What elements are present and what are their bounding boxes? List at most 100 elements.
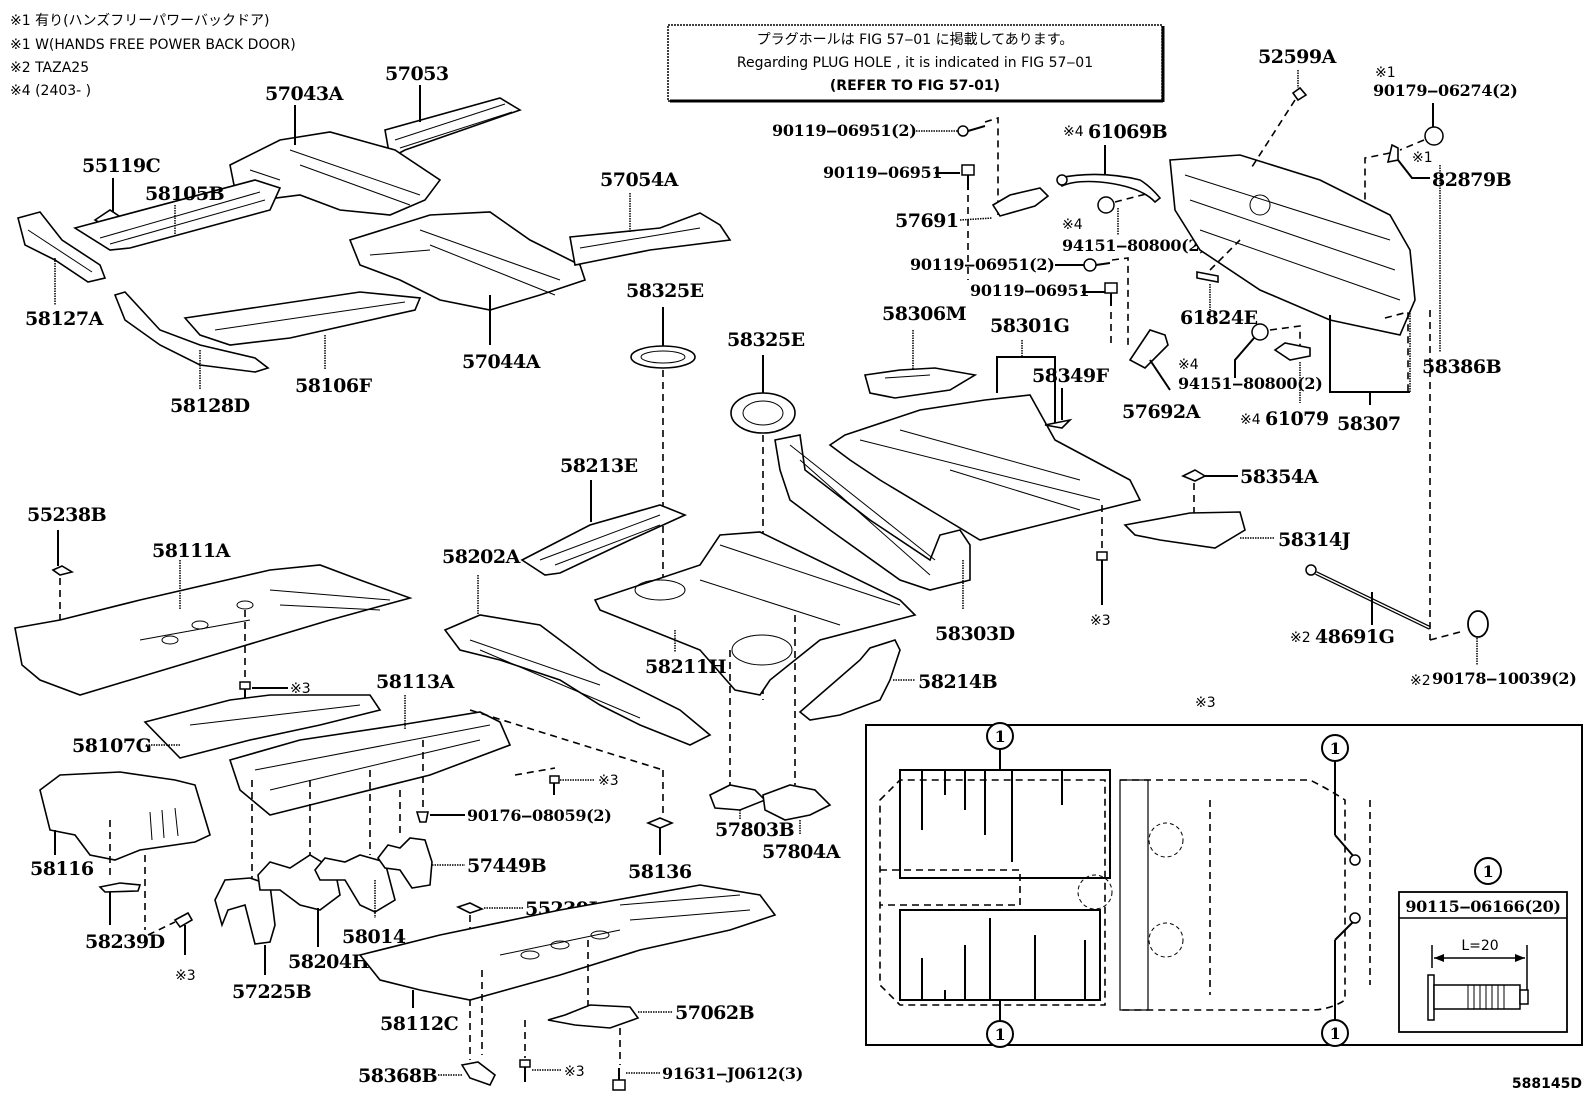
part-57044A[interactable]: 57044A bbox=[348, 211, 587, 373]
part-57691[interactable]: 57691 bbox=[895, 187, 1050, 232]
part-58307[interactable]: 58307 bbox=[1169, 154, 1416, 435]
part-58303D[interactable]: 58303D bbox=[774, 434, 1015, 645]
part-57054A[interactable]: 57054A bbox=[569, 169, 732, 266]
part-58128D[interactable]: 58128D bbox=[113, 291, 270, 417]
part-58301G[interactable]: 58301G bbox=[828, 315, 1142, 541]
part-58107G[interactable]: 58107G bbox=[72, 694, 382, 759]
note-4: ※4 (2403- ) bbox=[10, 83, 91, 99]
part-58111A[interactable]: 58111A bbox=[14, 540, 413, 696]
part-57692A[interactable]: 57692A bbox=[1122, 329, 1201, 423]
info-line-2: Regarding PLUG HOLE , it is indicated in… bbox=[737, 55, 1093, 71]
part-61079[interactable]: ※4 61079 bbox=[1240, 342, 1329, 430]
label-58105B: 58105B bbox=[145, 183, 225, 205]
part-57225B[interactable]: 57225B bbox=[214, 780, 312, 1003]
label-90119-d: 90119‒06951 bbox=[970, 281, 1089, 300]
label-58211H: 58211H bbox=[645, 656, 727, 678]
label-57691: 57691 bbox=[895, 210, 959, 232]
part-58368B[interactable]: 58368B bbox=[358, 1061, 497, 1087]
part-90119-a[interactable]: 90119‒06951(2) bbox=[772, 116, 999, 215]
label-58113A: 58113A bbox=[376, 671, 455, 693]
part-58116[interactable]: 58116 bbox=[30, 771, 211, 930]
label-57062B: 57062B bbox=[675, 1002, 755, 1024]
note-1: ※1 有り(ハンズフリーパワーバックドア) bbox=[10, 13, 269, 29]
detail-circle-top-right: 1 bbox=[1330, 739, 1341, 758]
part-61824E[interactable]: 61824E bbox=[1180, 239, 1258, 329]
part-58325E-a[interactable]: 58325E bbox=[626, 280, 704, 580]
bolt-mark-3-lower-left[interactable]: ※3 bbox=[147, 911, 196, 984]
part-58136[interactable]: 58136 bbox=[469, 709, 692, 883]
part-90119-d[interactable]: 90119‒06951 bbox=[970, 281, 1118, 345]
bolt-mark-3-left[interactable]: ※3 bbox=[239, 681, 311, 700]
label-58214B: 58214B bbox=[918, 671, 998, 693]
mark-3-mid: ※3 bbox=[598, 773, 619, 789]
part-58354A[interactable]: 58354A bbox=[1181, 466, 1319, 520]
bolt-mark-3-center[interactable]: ※3 bbox=[1090, 505, 1111, 629]
mark-3-left: ※3 bbox=[290, 681, 311, 697]
label-57804A: 57804A bbox=[762, 841, 841, 863]
bolt-mark-3-mid[interactable]: ※3 bbox=[514, 767, 619, 795]
detail-circle-bottom-right: 1 bbox=[1330, 1024, 1341, 1043]
label-90119-c: 90119‒06951(2) bbox=[910, 255, 1055, 274]
part-58127A[interactable]: 58127A bbox=[17, 211, 107, 330]
part-57062B[interactable]: 57062B bbox=[547, 1002, 755, 1065]
part-94151-b[interactable]: ※4 94151‒80800(2) bbox=[1178, 323, 1323, 393]
part-58112C[interactable]: 58112C bbox=[358, 884, 777, 1055]
label-90179: 90179‒06274(2) bbox=[1373, 81, 1518, 100]
label-94151-b: 94151‒80800(2) bbox=[1178, 374, 1323, 393]
label-58386B: 58386B bbox=[1422, 356, 1502, 378]
detail-circle-bottom-left: 1 bbox=[995, 1025, 1006, 1044]
label-91631: 91631‒J0612(3) bbox=[662, 1064, 803, 1083]
label-58349F: 58349F bbox=[1032, 365, 1110, 387]
part-91631[interactable]: 91631‒J0612(3) bbox=[612, 1064, 803, 1091]
part-58105B[interactable]: 58105B bbox=[73, 179, 282, 251]
part-61069B[interactable]: ※4 61069B bbox=[1056, 121, 1168, 204]
part-55238B[interactable]: 55238B bbox=[27, 504, 107, 640]
part-58306M[interactable]: 58306M bbox=[863, 303, 978, 399]
info-line-3: (REFER TO FIG 57-01) bbox=[830, 78, 1000, 94]
label-58306M: 58306M bbox=[882, 303, 967, 325]
part-58239D[interactable]: 58239D bbox=[85, 882, 165, 953]
label-58112C: 58112C bbox=[380, 1013, 459, 1035]
part-58349F[interactable]: 58349F bbox=[1032, 365, 1110, 429]
part-90119-c[interactable]: 90119‒06951(2) bbox=[910, 255, 1129, 345]
label-90176: 90176‒08059(2) bbox=[467, 806, 612, 825]
part-58014[interactable]: 58014 bbox=[314, 770, 406, 948]
mark-3-label: ※3 bbox=[1090, 613, 1111, 629]
part-58113A[interactable]: 58113A bbox=[228, 671, 512, 816]
label-58314J: 58314J bbox=[1278, 529, 1351, 551]
part-90119-b[interactable]: 90119‒06951 bbox=[823, 163, 975, 280]
part-57043A[interactable]: 57043A bbox=[229, 83, 442, 216]
part-58202A[interactable]: 58202A bbox=[442, 546, 712, 746]
mark-2-48691G: ※2 bbox=[1290, 630, 1311, 646]
part-57804A[interactable]: 57804A bbox=[762, 615, 841, 863]
part-57449B[interactable]: 57449B bbox=[377, 790, 547, 889]
label-57803B: 57803B bbox=[715, 819, 795, 841]
part-94151-a[interactable]: ※4 94151‒80800(2) bbox=[1062, 192, 1207, 255]
note-3: ※2 TAZA25 bbox=[10, 60, 89, 76]
part-90179[interactable]: ※1 90179‒06274(2) bbox=[1373, 65, 1518, 151]
part-48691G[interactable]: ※2 48691G bbox=[1290, 310, 1461, 648]
part-58213E[interactable]: 58213E bbox=[520, 455, 688, 576]
label-82879B: 82879B bbox=[1432, 169, 1512, 191]
label-48691G: 48691G bbox=[1315, 626, 1394, 648]
label-58014: 58014 bbox=[342, 926, 406, 948]
part-58106F[interactable]: 58106F bbox=[183, 291, 422, 397]
part-58211H[interactable]: 58211H bbox=[593, 531, 917, 696]
label-58368B: 58368B bbox=[358, 1065, 438, 1087]
part-58314J[interactable]: 58314J bbox=[1123, 511, 1351, 551]
label-58116: 58116 bbox=[30, 858, 94, 880]
part-90178[interactable]: ※2 90178‒10039(2) bbox=[1410, 610, 1577, 689]
part-90176[interactable]: 90176‒08059(2) bbox=[415, 740, 612, 825]
label-57044A: 57044A bbox=[462, 351, 541, 373]
figure-code: 588145D bbox=[1512, 1076, 1582, 1092]
part-57053[interactable]: 57053 bbox=[384, 63, 522, 160]
label-58106F: 58106F bbox=[295, 375, 373, 397]
part-58214B[interactable]: 58214B bbox=[798, 639, 998, 721]
part-57803B[interactable]: 57803B bbox=[708, 650, 795, 841]
part-58386B[interactable]: 58386B bbox=[1384, 165, 1502, 395]
bolt-mark-3-bottom[interactable]: ※3 bbox=[519, 1020, 585, 1082]
part-52599A[interactable]: 52599A bbox=[1249, 46, 1337, 171]
part-82879B[interactable]: ※1 82879B bbox=[1364, 143, 1512, 200]
detail-box-mark-3: ※3 1 1 1 bbox=[865, 695, 1583, 1048]
